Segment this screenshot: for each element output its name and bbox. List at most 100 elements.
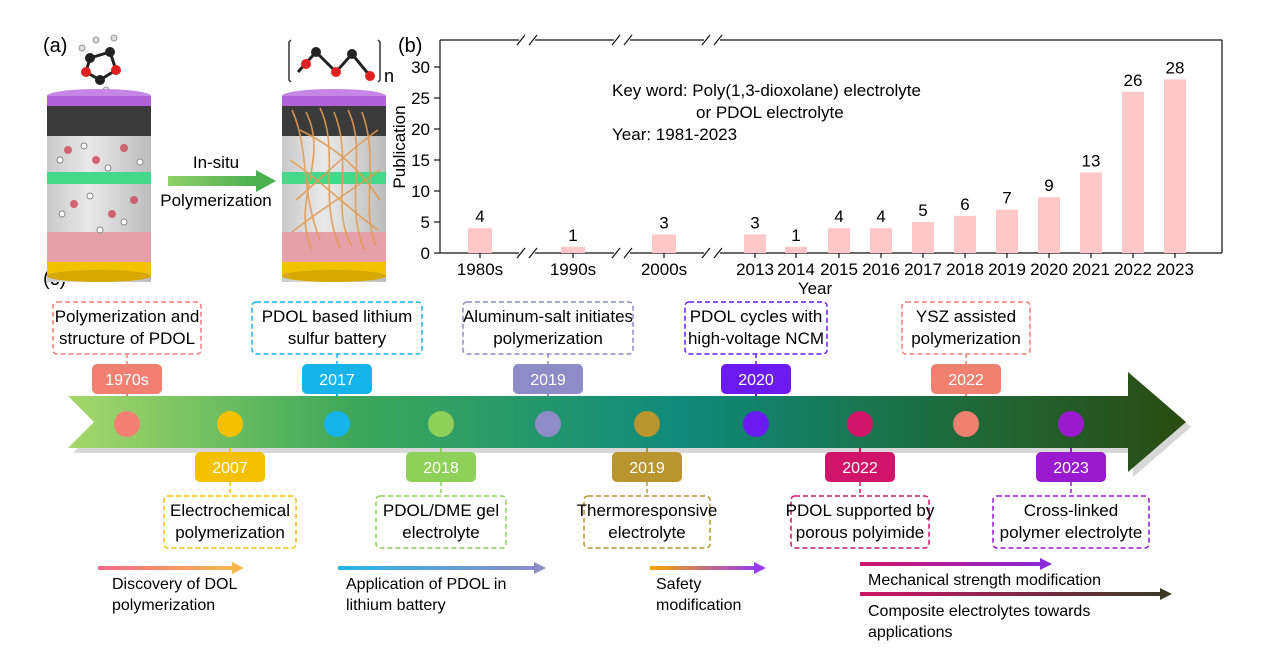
- bar: [468, 228, 492, 253]
- bar-value-label: 13: [1082, 151, 1101, 170]
- event-text: Polymerization and: [55, 307, 200, 326]
- year-pill: [931, 364, 1001, 394]
- year-pill: [721, 364, 791, 394]
- y-tick-label: 10: [411, 182, 430, 201]
- bar: [1122, 91, 1144, 253]
- x-tick-label: 1990s: [550, 260, 596, 279]
- theme-arrowhead: [1040, 558, 1052, 570]
- event-text: porous polyimide: [796, 523, 925, 542]
- battery-right: n: [282, 39, 394, 282]
- x-tick-label: 1980s: [457, 260, 503, 279]
- axis-break-mark: [611, 247, 621, 259]
- event-text: PDOL supported by: [786, 501, 935, 520]
- theme-text: Safety: [656, 576, 701, 593]
- y-tick-label: 0: [421, 244, 430, 263]
- timeline-arrow: [68, 372, 1191, 477]
- theme-text: Application of PDOL in: [346, 576, 506, 593]
- axis-break-mark: [713, 34, 723, 46]
- event-text: Aluminum-salt initiates: [463, 307, 633, 326]
- timeline-dot: [217, 411, 243, 437]
- y-tick-label: 20: [411, 120, 430, 139]
- event-text: polymerization: [175, 523, 285, 542]
- x-tick-label: 2000s: [641, 260, 687, 279]
- event-text: polymerization: [493, 329, 603, 348]
- theme-arrow: [338, 566, 536, 570]
- axis-break-gap: [519, 248, 535, 258]
- event-box: [790, 495, 930, 549]
- theme-arrowhead: [754, 562, 766, 574]
- x-tick-label: 2022: [1114, 260, 1152, 279]
- x-axis-title: Year: [798, 279, 833, 298]
- x-tick-label: 2018: [946, 260, 984, 279]
- theme-arrow: [860, 592, 1162, 596]
- bar-value-label: 1: [568, 226, 577, 245]
- bar-value-label: 4: [834, 207, 843, 226]
- event-text: YSZ assisted: [916, 307, 1016, 326]
- year-pill: [195, 452, 265, 482]
- axis-break-gap: [704, 248, 720, 258]
- arrow-label-line1: In-situ: [193, 153, 239, 172]
- bar: [785, 246, 807, 253]
- x-tick-label: 2014: [777, 260, 815, 279]
- theme-arrow: [860, 562, 1042, 566]
- event-text: electrolyte: [608, 523, 685, 542]
- event-box: [52, 301, 202, 355]
- theme-arrowhead: [534, 562, 546, 574]
- event-text: Thermoresponsive: [577, 501, 718, 520]
- x-tick-label: 2023: [1156, 260, 1194, 279]
- timeline-dot: [324, 411, 350, 437]
- axis-break-gap: [519, 35, 535, 45]
- event-text: PDOL/DME gel: [383, 501, 499, 520]
- bar: [1164, 79, 1186, 254]
- bar: [652, 234, 676, 253]
- event-box: [992, 495, 1150, 549]
- axis-break-mark: [516, 247, 526, 259]
- timeline-dot: [953, 411, 979, 437]
- axis-break-mark: [611, 34, 621, 46]
- bar: [561, 246, 585, 253]
- x-tick-label: 2019: [988, 260, 1026, 279]
- timeline-dot: [743, 411, 769, 437]
- year-label: 2023: [1053, 460, 1089, 477]
- year-pill: [1036, 452, 1106, 482]
- year-pill: [92, 364, 162, 394]
- theme-arrow: [98, 566, 234, 570]
- timeline-dot: [634, 411, 660, 437]
- arrow-label-line2: Polymerization: [160, 191, 272, 210]
- axis-break-mark: [528, 34, 538, 46]
- theme-arrowhead: [232, 562, 244, 574]
- year-label: 2019: [530, 372, 566, 389]
- year-label: 2018: [423, 460, 459, 477]
- axis-break-mark: [516, 34, 526, 46]
- y-tick-label: 30: [411, 58, 430, 77]
- bar-value-label: 4: [475, 207, 484, 226]
- dol-molecule-icon: [78, 34, 121, 94]
- year-pill: [302, 364, 372, 394]
- event-text: structure of PDOL: [59, 329, 195, 348]
- event-text: PDOL cycles with: [690, 307, 823, 326]
- polymer-subscript: n: [384, 66, 394, 86]
- event-text: Electrochemical: [170, 501, 290, 520]
- axis-break-mark: [528, 247, 538, 259]
- panel-label-a: (a): [43, 35, 67, 57]
- panel-label-b: (b): [398, 35, 422, 57]
- bar-value-label: 1: [791, 226, 800, 245]
- event-text: high-voltage NCM: [688, 329, 824, 348]
- bar-value-label: 3: [659, 213, 668, 232]
- theme-text: Composite electrolytes towards: [868, 603, 1090, 620]
- year-label: 2017: [319, 372, 355, 389]
- timeline-dot: [847, 411, 873, 437]
- theme-text: lithium battery: [346, 597, 446, 614]
- timeline-dot: [535, 411, 561, 437]
- year-label: 2022: [842, 460, 878, 477]
- axis-break-mark: [701, 247, 711, 259]
- theme-text: modification: [656, 597, 741, 614]
- timeline-dot: [1058, 411, 1084, 437]
- bar: [912, 222, 934, 253]
- bar-value-label: 9: [1044, 176, 1053, 195]
- bar-value-label: 4: [876, 207, 885, 226]
- bar: [996, 209, 1018, 253]
- y-tick-label: 25: [411, 89, 430, 108]
